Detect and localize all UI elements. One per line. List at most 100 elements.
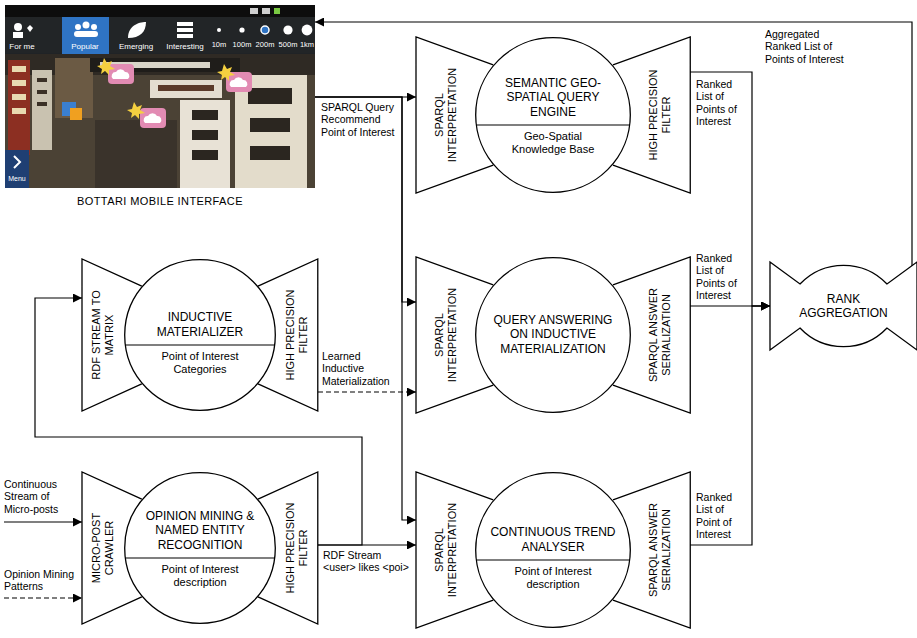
trapezoid-outline	[416, 472, 493, 628]
screenshot-detail	[283, 25, 292, 34]
screenshot-detail	[302, 25, 313, 36]
component-title: CONTINUOUS TREND ANALYSER	[487, 525, 618, 554]
screenshot-detail	[180, 100, 230, 188]
input-arrow	[4, 521, 82, 522]
edge-label: Learned Inductive Materialization	[322, 350, 398, 387]
toolbar-label: 1km	[300, 41, 314, 49]
connector	[315, 22, 912, 266]
divider-line	[477, 559, 630, 560]
component-title: QUERY ANSWERING ON INDUCTIVE MATERIALIZA…	[487, 313, 618, 356]
bowtie-outline	[770, 262, 917, 350]
screenshot-detail	[150, 80, 222, 98]
caption-heading: BOTTARI MOBILE INTERFACE	[5, 195, 315, 208]
screenshot-detail	[70, 108, 82, 120]
screenshot-detail	[8, 60, 30, 155]
component-title: RANK AGGREGATION	[796, 292, 892, 321]
divider-line	[126, 344, 275, 345]
screenshot-detail	[144, 113, 162, 123]
output-trapezoid: SPARQL ANSWER SERIALIZATION	[613, 472, 690, 628]
screenshot-detail	[192, 130, 218, 140]
connector	[315, 97, 416, 520]
screenshot-detail	[75, 24, 81, 30]
screenshot-detail	[12, 94, 26, 100]
screenshot-detail	[5, 5, 315, 17]
screenshot-detail	[14, 156, 20, 168]
screenshot-detail	[230, 77, 248, 87]
screenshot-detail	[248, 88, 292, 104]
screenshot-detail	[262, 8, 270, 14]
toolbar-label: 500m	[279, 41, 298, 49]
screenshot-detail	[12, 66, 26, 72]
screenshot-detail	[62, 17, 109, 54]
stage-label: HIGH PRECISION FILTER	[647, 57, 673, 173]
screenshot-detail	[97, 58, 115, 75]
screenshot-detail	[108, 64, 134, 84]
screenshot-detail	[140, 108, 166, 128]
toolbar-label: Emerging	[119, 43, 153, 52]
screenshot-detail	[32, 70, 52, 150]
input-trapezoid: SPARQL INTERPRETATION	[416, 37, 493, 193]
output-trapezoid: HIGH PRECISION FILTER	[258, 259, 318, 411]
screenshot-detail	[128, 22, 146, 38]
component-subtitle: Geo-Spatial Knowledge Base	[497, 130, 608, 156]
component-subtitle: Point of Interest Categories	[146, 350, 255, 376]
edge-label: Ranked List of Points of Interest	[696, 252, 744, 302]
screenshot-detail	[74, 31, 98, 37]
stage-label: HIGH PRECISION FILTER	[284, 279, 310, 391]
divider-line	[126, 557, 275, 558]
screenshot-detail	[274, 8, 280, 14]
circle-outline	[476, 38, 631, 193]
circle-outline	[476, 473, 631, 628]
trapezoid-outline	[613, 257, 690, 413]
screenshot-detail	[37, 78, 47, 82]
component-circle: OPINION MINING & NAMED ENTITY RECOGNITIO…	[124, 472, 276, 624]
stage-label: RDF STREAM TO MATRIX	[90, 279, 116, 391]
screenshot-detail	[5, 5, 315, 188]
edge-label: Ranked List of Point of Interest	[696, 491, 744, 541]
stage-label: SPARQL INTERPRETATION	[432, 492, 458, 608]
input-label: Continuous Stream of Micro-posts	[4, 478, 76, 515]
input-trapezoid: SPARQL INTERPRETATION	[416, 472, 493, 628]
screenshot-detail	[217, 64, 235, 81]
circle-outline	[125, 473, 276, 624]
connector	[318, 391, 416, 392]
connector	[315, 97, 416, 302]
edge-label: SPARQL Query Recommend Point of Interest	[321, 101, 397, 138]
aggregation-shape: RANK AGGREGATION	[770, 262, 917, 350]
screenshot-detail	[5, 150, 29, 188]
screenshot-detail	[12, 80, 26, 86]
circle-outline	[125, 260, 276, 411]
component-circle: CONTINUOUS TREND ANALYSER Point of Intere…	[475, 472, 631, 628]
screenshot-detail	[83, 22, 90, 29]
toolbar-label: 100m	[233, 41, 252, 49]
screenshot-detail	[91, 24, 97, 30]
input-trapezoid: RDF STREAM TO MATRIX	[82, 259, 142, 411]
component-subtitle: Point of Interest description	[497, 565, 608, 591]
trapezoid-outline	[258, 259, 318, 411]
output-trapezoid: SPARQL ANSWER SERIALIZATION	[613, 257, 690, 413]
edge-label: Ranked List of Points of Interest	[696, 78, 744, 128]
screenshot-detail	[5, 17, 315, 54]
output-trapezoid: HIGH PRECISION FILTER	[613, 37, 690, 193]
toolbar-label: Interesting	[166, 43, 203, 52]
screenshot-detail	[177, 28, 193, 32]
trapezoid-outline	[258, 472, 318, 624]
screenshot-detail	[250, 146, 290, 160]
component-circle: QUERY ANSWERING ON INDUCTIVE MATERIALIZA…	[475, 257, 631, 413]
screenshot-detail	[250, 118, 290, 132]
trapezoid-outline	[613, 472, 690, 628]
trapezoid-outline	[613, 37, 690, 193]
stage-label: MICRO-POST CRAWLER	[90, 492, 116, 604]
edge-label: RDF Stream <user> likes <poi>	[323, 549, 411, 574]
circle-outline	[476, 258, 631, 413]
screenshot-detail	[192, 110, 218, 120]
screenshot-detail	[177, 34, 193, 38]
screenshot-detail	[261, 26, 269, 34]
connector	[35, 298, 362, 545]
toolbar-label: For me	[9, 43, 34, 52]
screenshot-detail	[112, 69, 130, 79]
input-trapezoid: MICRO-POST CRAWLER	[82, 472, 142, 624]
stage-label: SPARQL INTERPRETATION	[432, 57, 458, 173]
toolbar-label: 200m	[256, 41, 275, 49]
